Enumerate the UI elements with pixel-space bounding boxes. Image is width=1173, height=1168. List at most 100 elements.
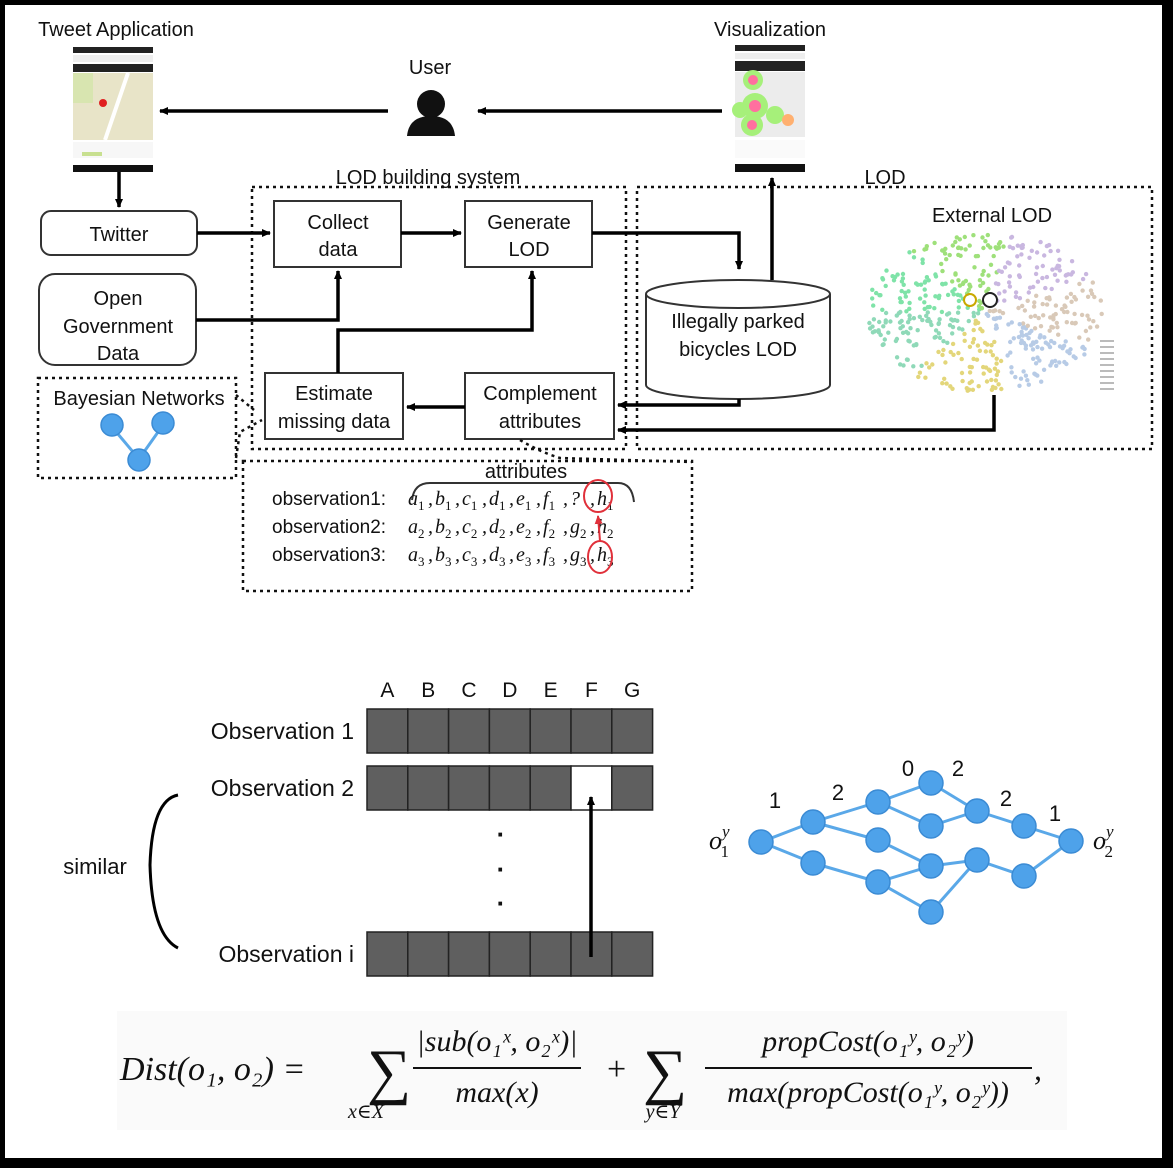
external-lod-dot: [1017, 322, 1022, 327]
observation-value: b2: [435, 516, 452, 541]
figure-canvas: Tweet Application Visualization User: [36, 19, 1154, 1130]
external-lod-dot: [936, 349, 941, 355]
external-lod-dot: [899, 288, 904, 294]
external-lod-dot: [1065, 309, 1070, 315]
external-lod-dot: [1005, 260, 1011, 265]
external-lod-dot: [1040, 275, 1045, 281]
graph-node: [1058, 828, 1084, 854]
observation-comma: ,: [482, 516, 487, 538]
external-lod-dot: [1035, 344, 1040, 350]
external-lod-dot: [1047, 295, 1052, 300]
open-gov-data-line3: Data: [97, 343, 140, 365]
external-lod-dot: [1006, 280, 1012, 285]
external-lod-dot: [1055, 263, 1060, 268]
visualization-label: Visualization: [714, 19, 826, 41]
external-lod-dot: [933, 294, 938, 299]
value-transfer-arrow: [594, 515, 603, 542]
external-lod-dot: [994, 361, 999, 366]
external-lod-dot: [898, 309, 903, 315]
external-lod-dot: [966, 318, 971, 324]
external-lod-dot: [1069, 299, 1074, 304]
external-lod-dot: [1054, 320, 1060, 326]
external-lod-dot: [924, 275, 930, 280]
arrow-external-lod-to-complement: [617, 395, 996, 434]
external-lod-dot: [1018, 340, 1024, 346]
external-lod-dot: [950, 279, 955, 284]
lod-group: [635, 185, 1154, 451]
external-lod-dot: [1036, 315, 1041, 321]
external-lod-dot: [959, 370, 965, 376]
observation-value: f3: [543, 544, 555, 569]
external-lod-dot: [980, 235, 985, 240]
lod-building-system-group: [250, 185, 628, 451]
external-lod-dot: [1048, 248, 1053, 254]
external-lod-dot: [996, 245, 1002, 250]
external-lod-dot: [867, 320, 872, 326]
observation-comma: ,: [455, 544, 460, 566]
external-lod-legend-entry: [1100, 382, 1114, 384]
external-lod-dot: [1094, 324, 1100, 329]
external-lod-dot: [918, 282, 924, 287]
external-lod-dot: [972, 265, 977, 270]
external-lod-dot: [917, 370, 923, 375]
database-line1: Illegally parked: [671, 311, 804, 333]
missing-value-highlight: [583, 479, 613, 513]
external-lod-dot: [979, 306, 984, 311]
external-lod-dot: [1040, 301, 1045, 307]
graph-node: [1011, 863, 1037, 889]
external-lod-dot: [944, 381, 949, 386]
complement-line2: attributes: [499, 411, 581, 433]
external-lod-dot: [1055, 325, 1060, 330]
matrix-cell: [407, 708, 450, 754]
external-lod-dot: [877, 319, 882, 325]
bayesian-networks-label: Bayesian Networks: [53, 388, 224, 410]
external-lod-dot: [876, 328, 881, 333]
external-lod-dot: [1099, 311, 1104, 317]
external-lod-dot: [1049, 286, 1054, 292]
external-lod-dot: [911, 255, 917, 260]
external-lod-dot: [877, 293, 882, 298]
matrix-ellipsis-dot: ·: [497, 854, 506, 884]
external-lod-dot: [941, 339, 946, 344]
external-lod-dot: [973, 318, 978, 323]
external-lod-dot: [965, 388, 970, 393]
external-lod-dot: [950, 289, 955, 294]
external-lod-dot: [927, 365, 932, 370]
external-lod-dot: [920, 260, 925, 266]
formula-background: [117, 1011, 1067, 1130]
external-lod-dot: [994, 316, 999, 321]
external-lod-dot: [900, 271, 906, 277]
external-lod-dot: [939, 309, 945, 315]
user-label: User: [409, 57, 452, 79]
observation-value: e1: [516, 488, 531, 513]
external-lod-dot: [944, 312, 950, 317]
external-lod-dot: [1054, 363, 1059, 368]
external-lod-dot: [967, 380, 972, 386]
external-lod-dot: [1069, 272, 1074, 277]
external-lod-dot: [956, 298, 962, 304]
observation-comma: ,: [509, 488, 514, 510]
external-lod-dot: [1085, 294, 1091, 299]
external-lod-dot: [891, 278, 897, 283]
external-lod-dot: [871, 303, 876, 308]
external-lod-dot: [1023, 373, 1029, 378]
attributes-label: attributes: [485, 461, 567, 483]
observation-value: b3: [435, 544, 452, 569]
illegally-parked-bicycles-database: [645, 279, 831, 400]
external-lod-dot: [975, 343, 981, 348]
arrow-generate-to-database: [592, 231, 743, 270]
observation-value: c2: [462, 516, 477, 541]
external-lod-dot: [1010, 246, 1016, 251]
graph-node: [800, 850, 826, 876]
external-lod-dot: [1031, 356, 1036, 361]
external-lod-dot: [993, 385, 998, 391]
external-lod-dot: [880, 307, 885, 312]
observation-list: observation1:a1,b1,c1,d1,e1,f1,?,h1obser…: [272, 488, 614, 569]
external-lod-dot: [1019, 252, 1024, 257]
external-lod-dot: [1009, 234, 1015, 240]
external-lod-dot: [984, 379, 990, 384]
graph-edge-weight: 1: [769, 788, 781, 813]
matrix-cell: [488, 765, 531, 811]
matrix-cell: [366, 765, 409, 811]
observation-comma: ,: [536, 516, 541, 538]
